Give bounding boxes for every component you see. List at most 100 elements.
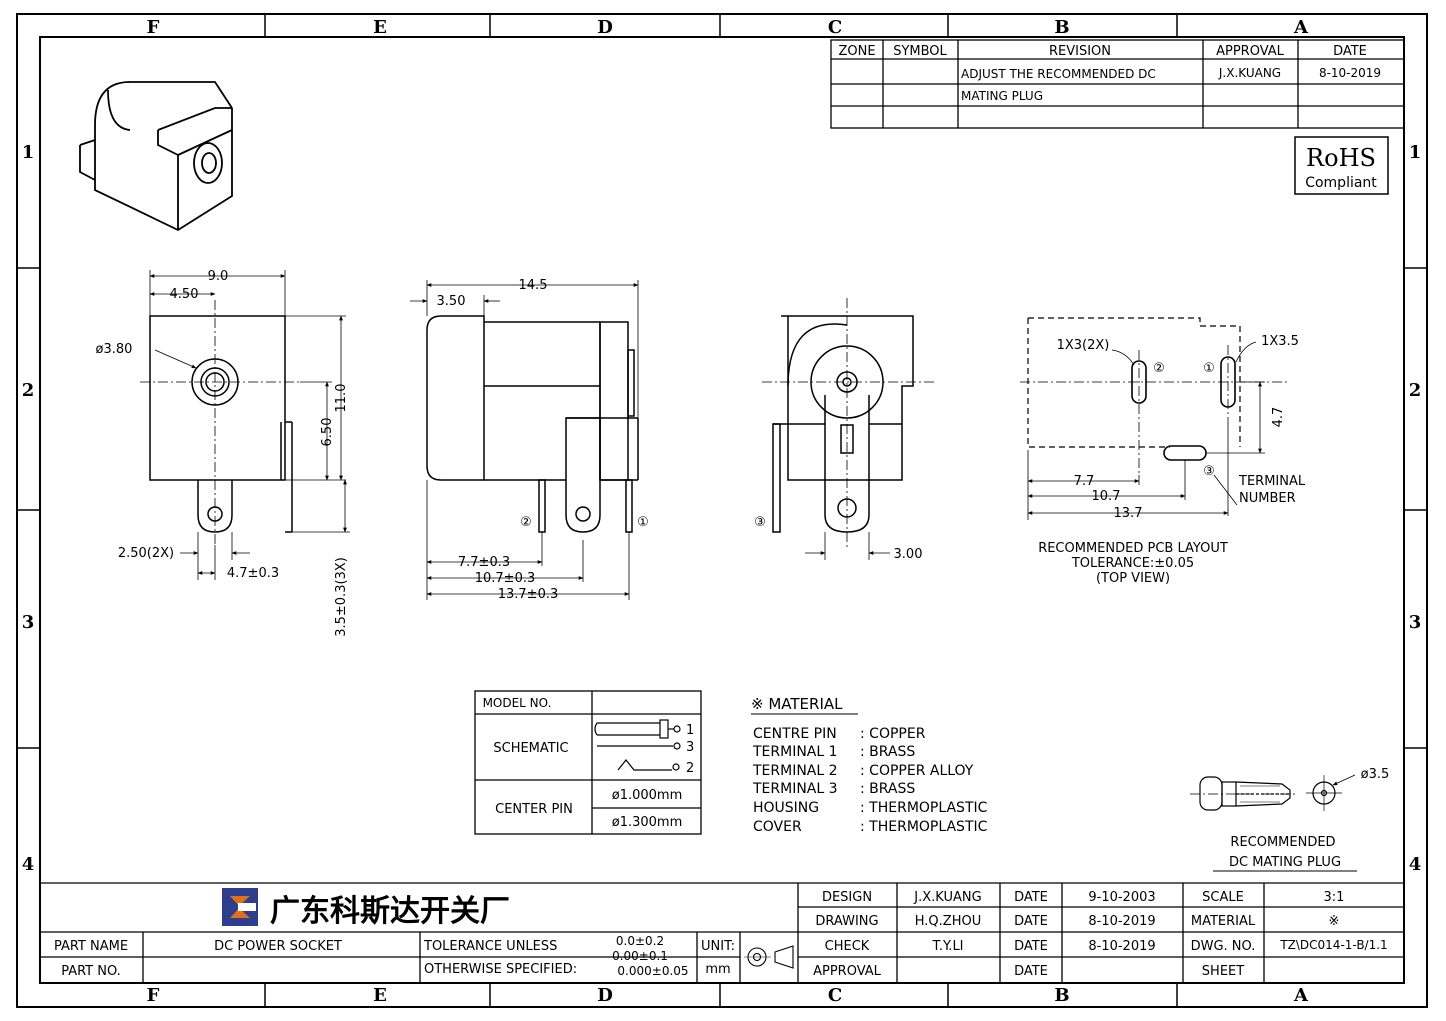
date-label: DATE (1014, 890, 1048, 905)
zone-col-bottom: F (147, 985, 160, 1006)
pcb-terminal-1: ① (1203, 361, 1215, 376)
pcb-caption-2: TOLERANCE:±0.05 (1071, 556, 1194, 571)
dim-7.7: 7.7±0.3 (458, 555, 510, 570)
material-list: CENTRE PIN : COPPER TERMINAL 1 : BRASS T… (752, 726, 988, 835)
pcb-dim-13.7: 13.7 (1114, 506, 1143, 521)
dim-height: 11.0 (334, 384, 349, 413)
inner-frame (39, 36, 1405, 984)
terminal-3-marker: ③ (754, 515, 766, 530)
center-pin-label: CENTER PIN (495, 802, 573, 817)
company-name: 广东科斯达开关厂 (270, 894, 510, 929)
zone-row-right: 2 (1409, 380, 1422, 401)
dim-jack-dia: ø3.80 (96, 342, 133, 357)
rev-header-symbol: SYMBOL (893, 44, 947, 59)
rear-view-dims (805, 532, 890, 560)
material-value: : COPPER ALLOY (860, 763, 974, 779)
pcb-terminal-label-2: NUMBER (1239, 491, 1296, 506)
pcb-dim-7.7: 7.7 (1074, 474, 1095, 489)
material-title: ※ MATERIAL (751, 695, 843, 713)
dim-half-width: 4.50 (170, 287, 199, 302)
check-label: CHECK (825, 939, 870, 954)
tolerance-c: 0.000±0.05 (617, 964, 688, 978)
rev-row1-date: 8-10-2019 (1319, 66, 1381, 80)
drawing-name: H.Q.ZHOU (915, 914, 981, 929)
zone-col-bottom: B (1054, 985, 1069, 1006)
pcb-dim-4.7: 4.7 (1271, 407, 1286, 428)
dim-pin-width: 2.50(2X) (118, 546, 174, 561)
pcb-slot-b: 1X3.5 (1261, 334, 1299, 349)
mating-plug-caption-1: RECOMMENDED (1230, 835, 1335, 850)
approval-label: APPROVAL (813, 964, 882, 979)
material-part: TERMINAL 1 (752, 744, 838, 760)
rev-row1-revision: ADJUST THE RECOMMENDED DC (961, 67, 1156, 81)
dim-pin-spacing: 4.7±0.3 (227, 566, 279, 581)
dwg-no-label: DWG. NO. (1191, 939, 1256, 954)
zone-col-top: F (147, 17, 160, 38)
center-pin-a: ø1.000mm (612, 788, 683, 803)
rev-row1-approval: J.X.KUANG (1218, 66, 1281, 80)
center-pin-b: ø1.300mm (612, 815, 683, 830)
zone-col-bottom: E (373, 985, 387, 1006)
zone-row-right: 3 (1409, 612, 1422, 633)
zone-col-bottom: D (597, 985, 613, 1006)
material-value: : COPPER (860, 726, 926, 742)
check-name: T.Y.LI (931, 939, 963, 954)
zone-row-left: 1 (22, 142, 35, 163)
material-part: TERMINAL 2 (752, 763, 838, 779)
side-view (426, 315, 639, 533)
dwg-no-value: TZ\DC014-1-B/1.1 (1279, 938, 1387, 952)
projection-symbol-icon (744, 945, 794, 969)
scale-value: 3:1 (1324, 890, 1345, 905)
dim-center-height: 6.50 (320, 418, 335, 447)
company-logo (222, 888, 258, 926)
title-block-grid (40, 882, 1404, 983)
pcb-terminal-3: ③ (1203, 464, 1215, 479)
material-part: COVER (753, 819, 802, 835)
mating-plug-dia: ø3.5 (1361, 767, 1390, 782)
dim-width: 9.0 (208, 269, 229, 284)
schematic-pin-2: 2 (686, 761, 694, 776)
drawing-date: 8-10-2019 (1088, 914, 1155, 929)
pcb-terminal-2: ② (1153, 361, 1165, 376)
zone-separators (17, 14, 1427, 1007)
front-view-dims (149, 270, 350, 580)
sheet-label: SHEET (1202, 964, 1244, 979)
zone-row-left: 3 (22, 612, 35, 633)
date-label: DATE (1014, 964, 1048, 979)
material-value: : BRASS (860, 744, 915, 760)
part-no-label: PART NO. (61, 964, 121, 979)
tolerance-b: 0.00±0.1 (612, 949, 668, 963)
schematic-label: SCHEMATIC (493, 741, 568, 756)
model-no-label: MODEL NO. (483, 696, 552, 710)
material-value: ※ (1329, 914, 1340, 929)
schematic-symbol (594, 719, 681, 771)
rev-header-zone: ZONE (838, 44, 875, 59)
pcb-slot-a: 1X3(2X) (1057, 338, 1110, 353)
scale-label: SCALE (1202, 890, 1244, 905)
zone-col-top: A (1293, 17, 1309, 38)
dim-pin-length: 3.5±0.3(3X) (334, 557, 349, 637)
zone-col-top: E (373, 17, 387, 38)
part-name-value: DC POWER SOCKET (214, 939, 342, 954)
date-label: DATE (1014, 939, 1048, 954)
check-date: 8-10-2019 (1088, 939, 1155, 954)
zone-col-bottom: A (1293, 985, 1309, 1006)
rev-header-date: DATE (1333, 44, 1367, 59)
mating-plug-caption-2: DC MATING PLUG (1229, 855, 1341, 870)
pcb-dims (1027, 341, 1265, 520)
zone-col-top: D (597, 17, 613, 38)
material-part: TERMINAL 3 (752, 781, 838, 797)
unit-value: mm (705, 962, 730, 977)
dim-front-depth: 3.50 (437, 294, 466, 309)
rev-row2-revision: MATING PLUG (961, 89, 1043, 103)
design-label: DESIGN (822, 890, 872, 905)
date-label: DATE (1014, 914, 1048, 929)
terminal-1-marker: ① (637, 515, 649, 530)
pcb-terminal-label-1: TERMINAL (1238, 474, 1306, 489)
drawing-label: DRAWING (815, 914, 878, 929)
pcb-caption-1: RECOMMENDED PCB LAYOUT (1038, 541, 1228, 556)
side-view-dims (410, 280, 639, 600)
unit-label: UNIT: (701, 939, 735, 954)
revision-table (830, 39, 1405, 129)
